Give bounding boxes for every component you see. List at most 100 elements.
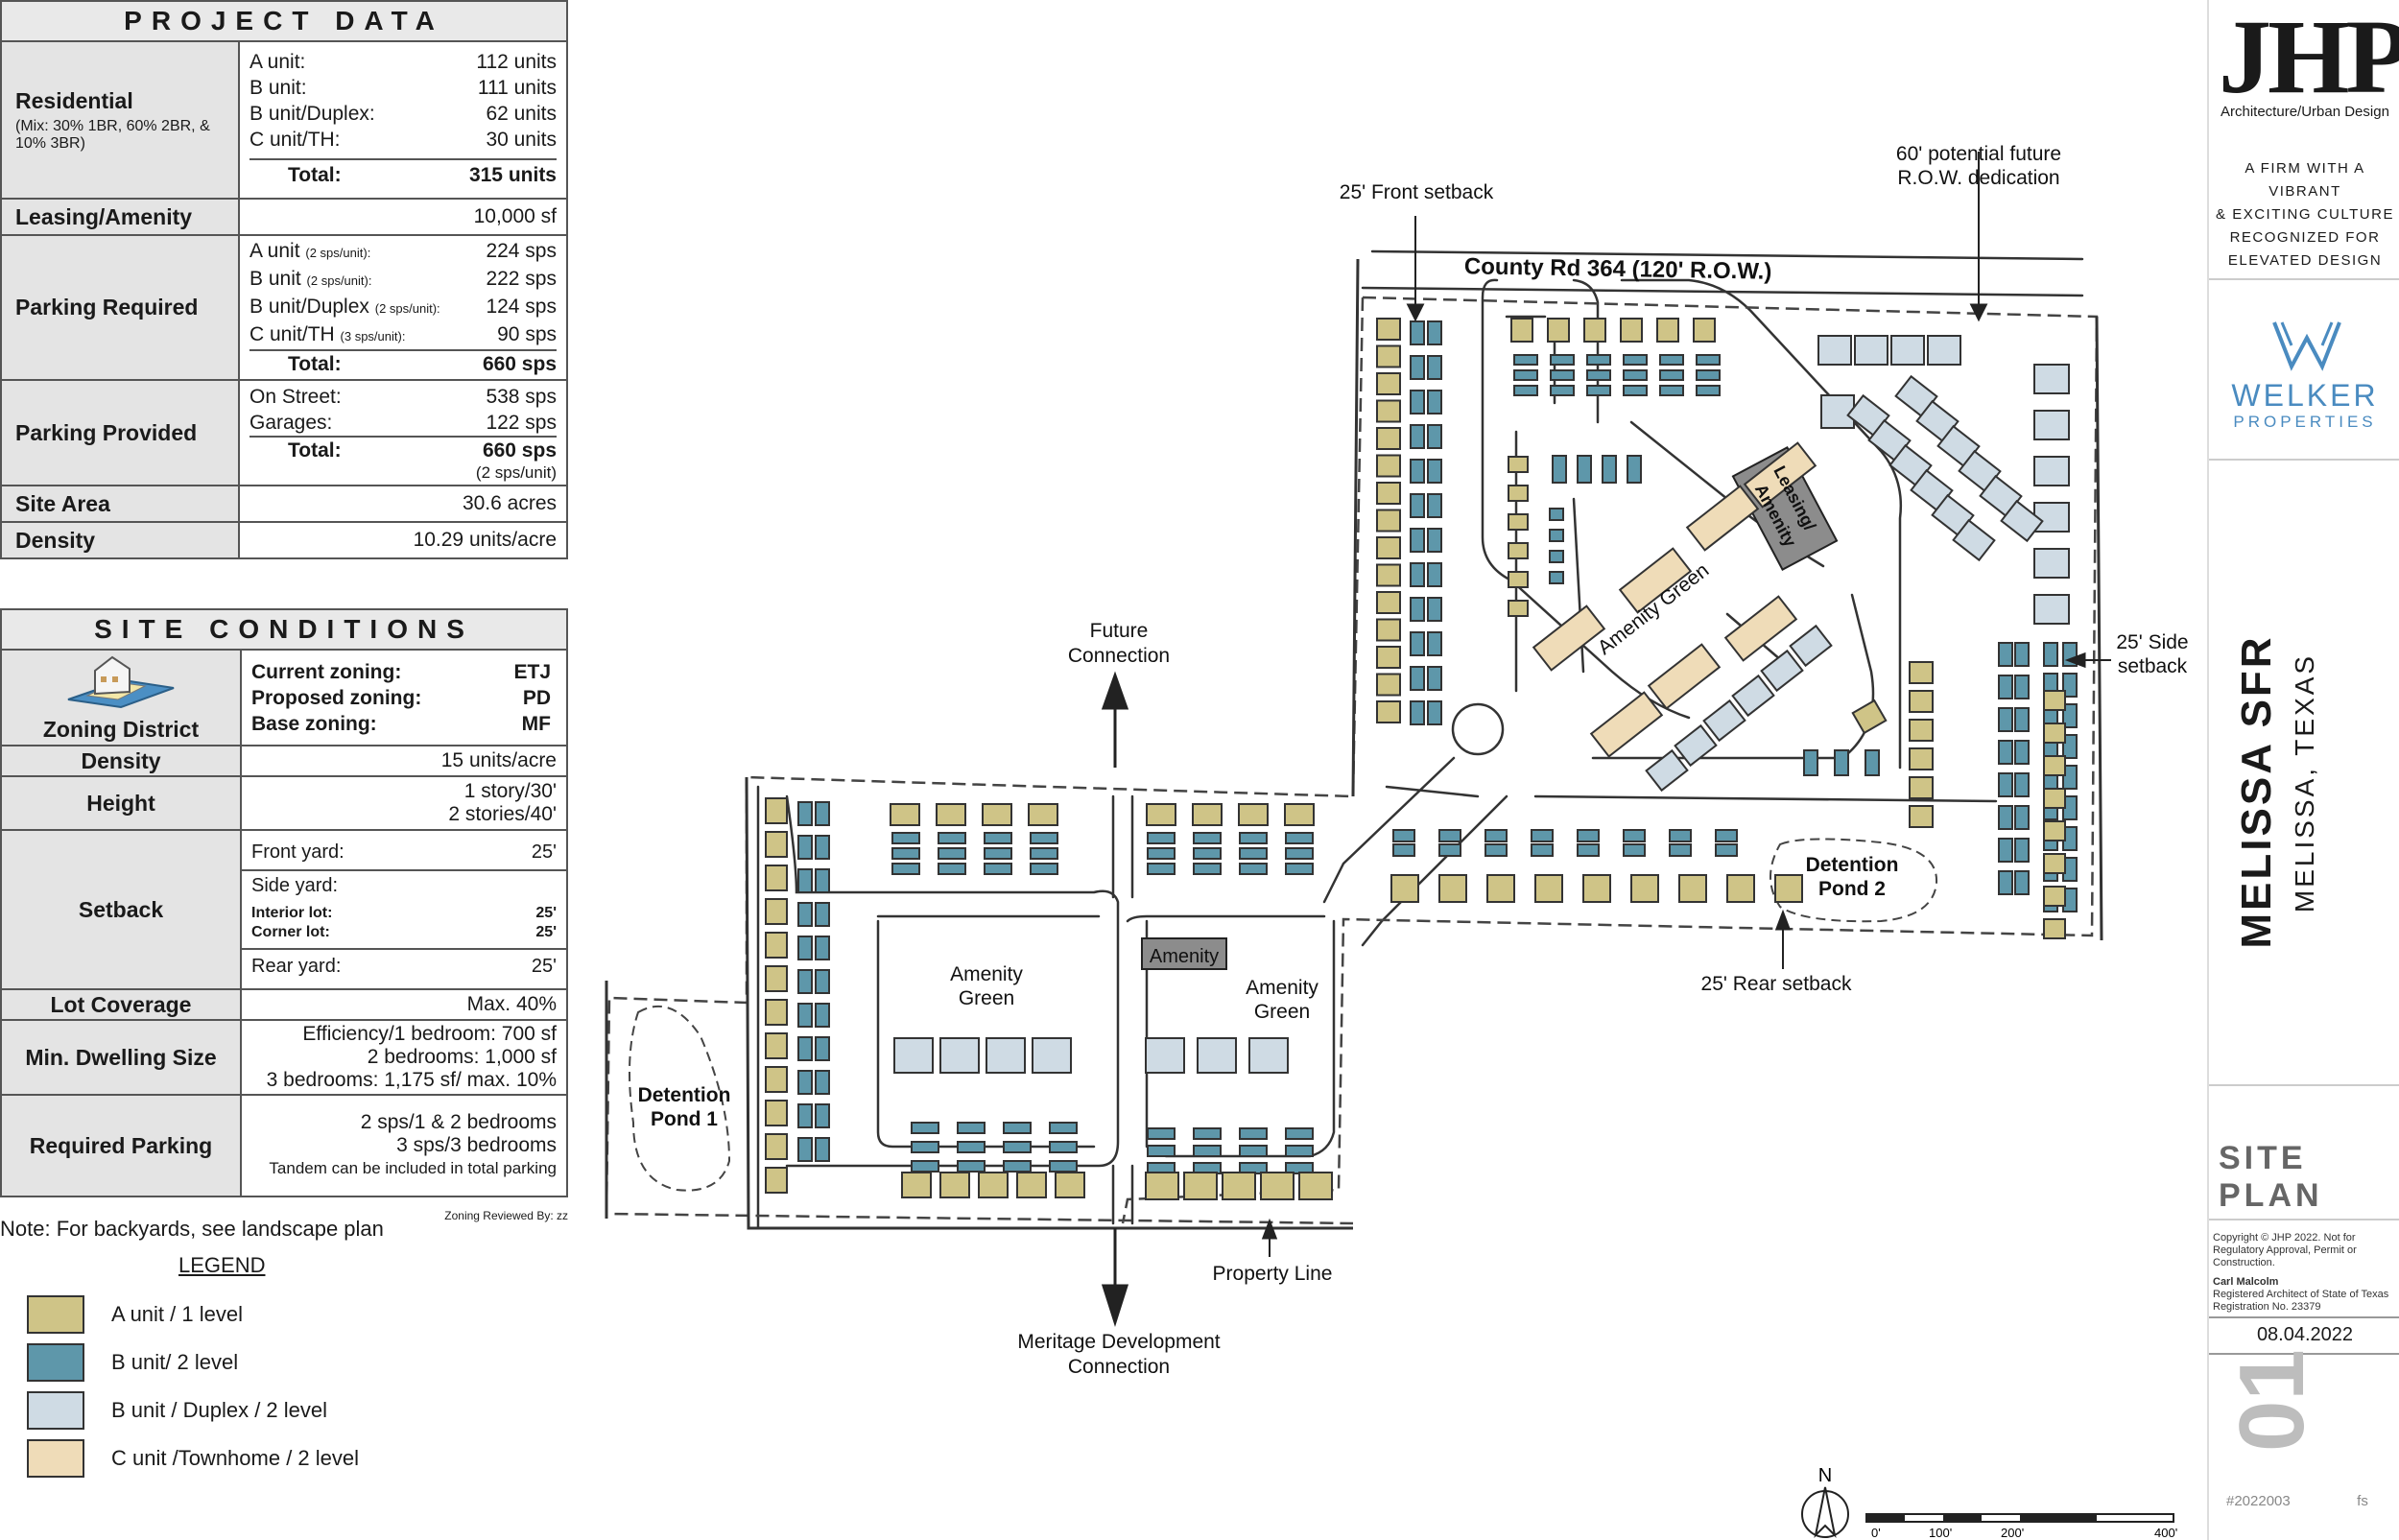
meritage-label-1: Meritage Development	[1017, 1331, 1220, 1353]
b-unit	[911, 1160, 939, 1173]
b-unit	[2062, 765, 2078, 790]
amenity-label: Amenity	[1150, 946, 1219, 967]
b-unit	[1696, 354, 1721, 366]
welker-sub: PROPERTIES	[2233, 413, 2377, 431]
row-arrowhead	[1969, 303, 1988, 322]
county-road-edge	[1370, 249, 2084, 261]
b-unit	[1998, 642, 2013, 667]
backyard-note: Note: For backyards, see landscape plan	[0, 1217, 384, 1241]
a-unit	[765, 831, 788, 858]
scale-200: 200'	[2001, 1526, 2024, 1540]
a-unit	[1909, 690, 1934, 713]
a-unit	[765, 865, 788, 891]
a-unit	[1016, 1172, 1047, 1198]
duplex-unit	[2033, 548, 2070, 579]
b-unit	[1003, 1122, 1032, 1134]
legend-swatch	[27, 1391, 84, 1430]
b-unit	[957, 1160, 986, 1173]
duplex-unit	[1927, 335, 1961, 366]
a-unit	[1909, 747, 1934, 770]
height-line1: 1 story/30'	[463, 780, 557, 802]
a-unit	[1376, 618, 1401, 642]
a-unit	[1055, 1172, 1085, 1198]
a-unit	[2043, 723, 2066, 744]
b-unit	[1998, 870, 2013, 895]
duplex-unit	[1645, 748, 1689, 793]
site-area-value: 30.6 acres	[238, 485, 568, 523]
b-unit	[1410, 320, 1425, 345]
b-unit	[1834, 749, 1849, 776]
b-unit	[1193, 1145, 1222, 1157]
welker-logo-icon	[2272, 321, 2341, 371]
height-line2: 2 stories/40'	[448, 803, 557, 825]
residential-row-value: 112 units	[476, 51, 557, 73]
b-unit	[1285, 847, 1314, 860]
project-data-title: PROJECT DATA	[0, 0, 568, 42]
scale-100: 100'	[1929, 1526, 1952, 1540]
interior-lot-value: 25'	[535, 905, 557, 921]
b-unit	[1239, 847, 1268, 860]
b-unit	[1285, 863, 1314, 875]
b-unit	[1427, 390, 1442, 415]
duplex-unit	[2033, 502, 2070, 533]
b-unit	[815, 835, 830, 860]
duplex-unit	[986, 1037, 1026, 1074]
b-unit	[1803, 749, 1818, 776]
detention-pond-1	[629, 1005, 731, 1192]
b-unit	[2062, 703, 2078, 728]
height-label: Height	[0, 775, 242, 831]
a-unit	[1678, 874, 1707, 903]
b-unit	[2014, 642, 2030, 667]
b-unit	[1998, 740, 2013, 765]
residential-total-label: Total:	[288, 164, 342, 186]
b-unit	[815, 868, 830, 893]
side-setback-arrowhead	[2064, 652, 2086, 669]
b-unit	[1438, 829, 1461, 842]
a-unit	[1583, 318, 1606, 343]
b-unit	[1147, 1127, 1176, 1140]
b-unit	[1438, 843, 1461, 857]
a-unit	[2043, 918, 2066, 939]
interior-lot-label: Interior lot:	[251, 905, 333, 921]
leasing-value: 10,000 sf	[238, 198, 568, 236]
legend-swatch	[27, 1295, 84, 1334]
side-setback-label-2: setback	[2118, 655, 2188, 677]
duplex-unit	[1674, 723, 1718, 768]
duplex-unit	[1197, 1037, 1237, 1074]
a-unit	[1376, 591, 1401, 614]
a-unit	[1582, 874, 1611, 903]
sheet-title: SITE PLAN	[2219, 1140, 2323, 1214]
legend-swatch	[27, 1343, 84, 1382]
duplex-unit	[1145, 1037, 1185, 1074]
b-unit	[1623, 829, 1646, 842]
pond1-label-2: Pond 1	[651, 1108, 718, 1130]
b-unit	[2062, 734, 2078, 759]
b-unit	[1669, 829, 1692, 842]
a-unit	[765, 1100, 788, 1126]
rear-setback-label: 25' Rear setback	[1701, 973, 1852, 995]
legend-item: B unit/ 2 level	[27, 1343, 238, 1382]
b-unit	[1998, 805, 2013, 830]
front-yard-label: Front yard:	[251, 841, 344, 863]
townhome-unit	[1743, 441, 1817, 509]
a-unit	[1909, 661, 1934, 684]
duplex-unit	[1952, 518, 1996, 562]
sc-density-value: 15 units/acre	[240, 745, 568, 777]
meritage-arrowhead	[1101, 1284, 1129, 1327]
b-unit	[1715, 843, 1738, 857]
parking-provided-row-value: 122 sps	[486, 411, 557, 434]
b-unit	[797, 936, 813, 960]
b-unit	[891, 832, 920, 844]
b-unit	[815, 1137, 830, 1162]
b-unit	[1049, 1122, 1078, 1134]
residential-row-key: B unit/Duplex:	[249, 103, 375, 125]
b-unit	[1513, 354, 1538, 366]
amenity-green-sw-2: Green	[959, 987, 1014, 1009]
a-unit	[1298, 1172, 1333, 1200]
zoning-row-key: Current zoning:	[251, 660, 402, 683]
pond1-label-1: Detention	[638, 1084, 731, 1106]
a-unit	[1376, 372, 1401, 395]
parking-required-row-key: B unit/Duplex (2 sps/unit):	[249, 296, 440, 318]
zoning-row-value: MF	[521, 712, 551, 735]
amenity-green-se-1: Amenity	[1246, 977, 1318, 999]
